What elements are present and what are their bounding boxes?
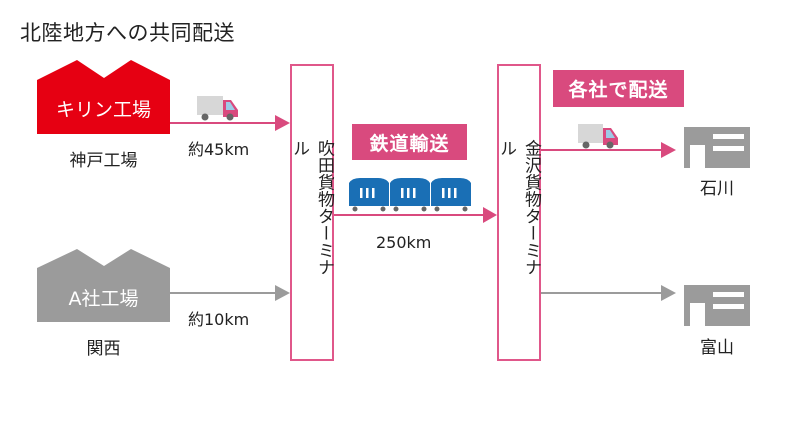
arrow-kansai-to-suita xyxy=(170,285,290,301)
destination-toyama: 富山 xyxy=(700,338,734,358)
building-icon-toyama xyxy=(684,285,750,326)
arrow-to-toyama xyxy=(540,285,676,301)
destination-ishikawa: 石川 xyxy=(700,179,734,199)
kirin-factory-icon xyxy=(37,60,170,134)
a-company-factory-label: A社工場 xyxy=(68,288,139,310)
train-icon xyxy=(349,178,471,212)
arrow-rail xyxy=(334,207,497,223)
truck-icon-delivery xyxy=(578,124,618,149)
kirin-factory-label: キリン工場 xyxy=(55,99,151,121)
terminal-suita-label: 吹田貨物ターミナル xyxy=(289,139,334,276)
arrow-kobe-to-suita xyxy=(170,115,290,131)
terminal-kanazawa-label: 金沢貨物ターミナル xyxy=(496,139,541,276)
terminal-suita: 吹田貨物ターミナル xyxy=(289,64,334,361)
place-kansai: 関西 xyxy=(86,339,121,359)
arrow-to-ishikawa xyxy=(540,142,676,158)
distance-kansai: 約10km xyxy=(188,310,250,329)
truck-icon xyxy=(197,96,238,121)
diagram-title: 北陸地方への共同配送 xyxy=(20,21,235,45)
a-company-factory-icon xyxy=(37,249,170,322)
terminal-kanazawa: 金沢貨物ターミナル xyxy=(496,64,541,361)
building-icon-ishikawa xyxy=(684,127,750,168)
distance-rail: 250km xyxy=(376,233,432,252)
distance-kobe: 約45km xyxy=(188,140,250,159)
place-kobe: 神戸工場 xyxy=(69,151,138,171)
rail-transport-tag: 鉄道輸送 xyxy=(352,124,467,160)
delivery-tag: 各社で配送 xyxy=(553,70,684,107)
